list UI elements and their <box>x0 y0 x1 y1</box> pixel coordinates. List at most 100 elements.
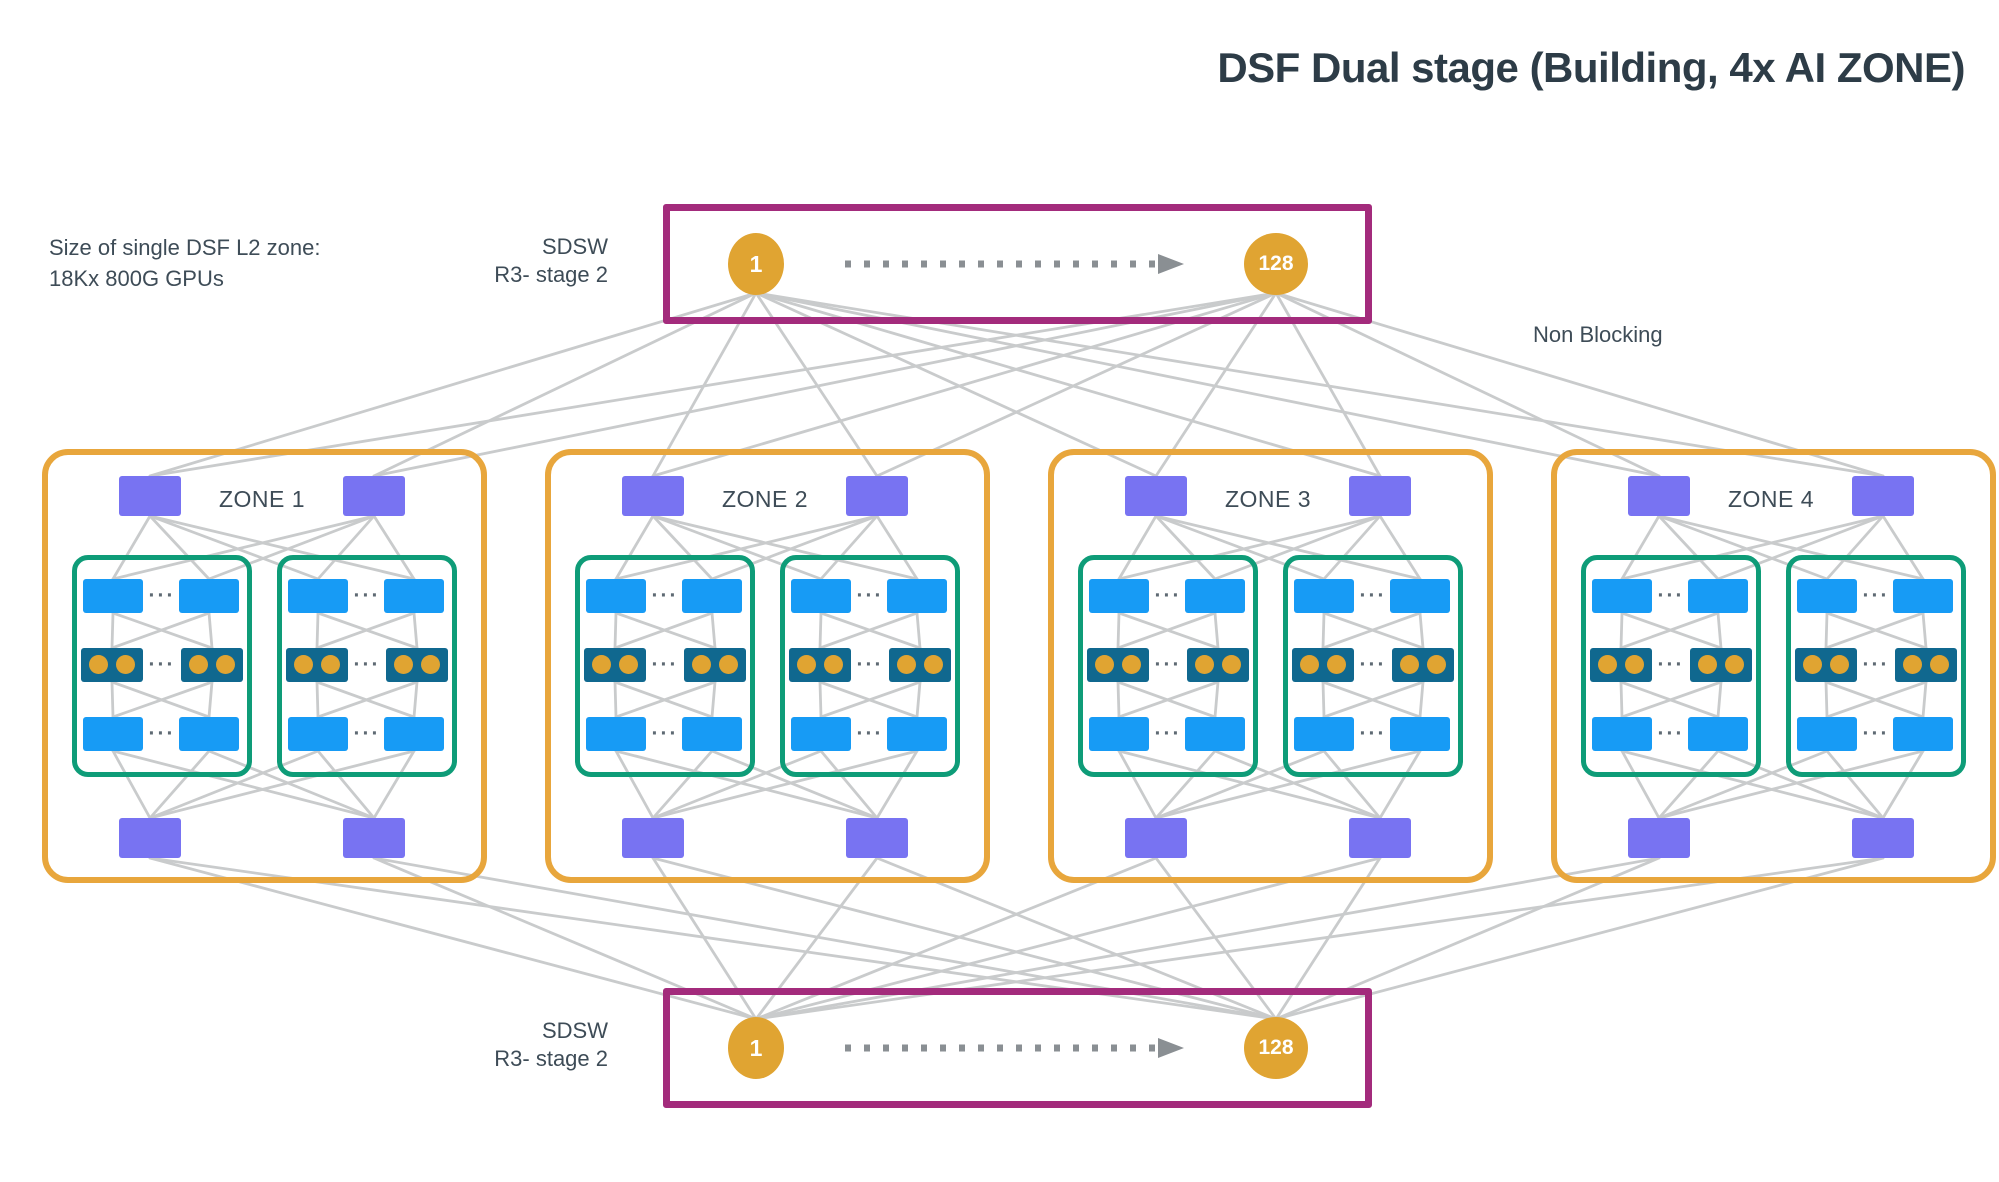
ellipsis: ··· <box>1154 722 1182 745</box>
zone-size-note-line1: Size of single DSF L2 zone: <box>49 235 321 260</box>
rack-node-dot <box>321 655 340 674</box>
rack-node-dot <box>1903 655 1922 674</box>
leaf-switch-rect <box>1390 717 1450 751</box>
rack-node-dot <box>421 655 440 674</box>
ellipsis: ··· <box>353 584 381 607</box>
rack-bar <box>1590 648 1652 682</box>
zone-4: ZONE 4 ··· ··· ··· ··· <box>1551 449 1996 883</box>
rack-node-dot <box>116 655 135 674</box>
rack-pod-right: ··· ··· ··· <box>277 555 457 777</box>
leaf-switch-rect <box>887 717 947 751</box>
rack-bar <box>286 648 348 682</box>
ellipsis: ··· <box>1359 722 1387 745</box>
rack-pod-right: ··· ··· ··· <box>1786 555 1966 777</box>
rack-bar <box>181 648 243 682</box>
rack-pod-left: ··· ··· ··· <box>1581 555 1761 777</box>
rack-bar <box>1087 648 1149 682</box>
rack-node-dot <box>394 655 413 674</box>
rack-node-dot <box>1803 655 1822 674</box>
ellipsis: ··· <box>651 722 679 745</box>
rack-bar <box>684 648 746 682</box>
sdsw-label-bottom: SDSW R3- stage 2 <box>340 1017 608 1073</box>
ellipsis: ··· <box>856 653 884 676</box>
rack-bar <box>584 648 646 682</box>
rack-node-dot <box>1327 655 1346 674</box>
zone-label: ZONE 4 <box>1727 486 1815 512</box>
leaf-switch-rect <box>1592 579 1652 613</box>
spine-dotted-arrow-bottom <box>845 1038 1184 1058</box>
leaf-switch-rect <box>791 717 851 751</box>
leaf-switch-rect <box>179 717 239 751</box>
rack-bar <box>1795 648 1857 682</box>
rack-bar <box>1187 648 1249 682</box>
rack-pod-left: ··· ··· ··· <box>1078 555 1258 777</box>
leaf-switch-rect <box>586 579 646 613</box>
leaf-switch-rect <box>1688 579 1748 613</box>
ellipsis: ··· <box>148 653 176 676</box>
ellipsis: ··· <box>856 584 884 607</box>
rack-node-dot <box>797 655 816 674</box>
leaf-switch-rect <box>682 717 742 751</box>
rack-node-dot <box>897 655 916 674</box>
rack-node-dot <box>719 655 738 674</box>
rack-node-dot <box>1195 655 1214 674</box>
rack-node-dot <box>1122 655 1141 674</box>
rack-pod-left: ··· ··· ··· <box>72 555 252 777</box>
spine-dotted-arrow-top <box>845 254 1184 274</box>
rack-node-dot <box>1300 655 1319 674</box>
leaf-switch-rect <box>83 579 143 613</box>
leaf-switch-rect <box>83 717 143 751</box>
leaf-switch-rect <box>887 579 947 613</box>
leaf-switch-rect <box>1797 717 1857 751</box>
zone-spine-switch-top-right <box>846 476 908 516</box>
ellipsis: ··· <box>148 722 176 745</box>
rack-bar <box>81 648 143 682</box>
sdsw-label-bottom-line2: R3- stage 2 <box>494 1046 608 1071</box>
leaf-switch-rect <box>1185 579 1245 613</box>
ellipsis: ··· <box>1862 584 1890 607</box>
rack-node-dot <box>1830 655 1849 674</box>
rack-node-dot <box>294 655 313 674</box>
leaf-switch-rect <box>179 579 239 613</box>
ellipsis: ··· <box>1657 722 1685 745</box>
sdsw-label-bottom-line1: SDSW <box>542 1018 608 1043</box>
ellipsis: ··· <box>1657 584 1685 607</box>
rack-bar <box>1895 648 1957 682</box>
zone-spine-switch-top-right <box>1852 476 1914 516</box>
rack-bar <box>386 648 448 682</box>
rack-node-dot <box>1400 655 1419 674</box>
sdsw-label-top: SDSW R3- stage 2 <box>340 233 608 289</box>
rack-bar <box>1690 648 1752 682</box>
non-blocking-label: Non Blocking <box>1533 322 1663 347</box>
ellipsis: ··· <box>856 722 884 745</box>
ellipsis: ··· <box>1154 584 1182 607</box>
zone-1: ZONE 1 ··· ··· ··· ··· <box>42 449 487 883</box>
leaf-switch-rect <box>682 579 742 613</box>
rack-node-dot <box>924 655 943 674</box>
rack-pod-left: ··· ··· ··· <box>575 555 755 777</box>
zone-spine-switch-top-left <box>1628 476 1690 516</box>
leaf-switch-rect <box>1089 579 1149 613</box>
ellipsis: ··· <box>1359 653 1387 676</box>
zone-spine-switch-bottom-right <box>343 818 405 858</box>
leaf-switch-rect <box>288 717 348 751</box>
rack-node-dot <box>1725 655 1744 674</box>
leaf-switch-rect <box>1185 717 1245 751</box>
leaf-switch-rect <box>1294 717 1354 751</box>
leaf-switch-rect <box>384 717 444 751</box>
rack-bar <box>1392 648 1454 682</box>
leaf-switch-rect <box>791 579 851 613</box>
rack-bar <box>789 648 851 682</box>
zone-spine-switch-bottom-left <box>119 818 181 858</box>
sdsw-spine-box-top <box>663 204 1372 324</box>
zone-spine-switch-bottom-right <box>1349 818 1411 858</box>
zone-spine-switch-bottom-left <box>1628 818 1690 858</box>
rack-node-dot <box>619 655 638 674</box>
zone-size-note: Size of single DSF L2 zone: 18Kx 800G GP… <box>49 232 320 294</box>
zone-size-note-line2: 18Kx 800G GPUs <box>49 266 224 291</box>
zone-spine-switch-bottom-left <box>622 818 684 858</box>
sdsw-label-top-line2: R3- stage 2 <box>494 262 608 287</box>
leaf-switch-rect <box>1089 717 1149 751</box>
zone-label: ZONE 1 <box>218 486 306 512</box>
ellipsis: ··· <box>353 722 381 745</box>
